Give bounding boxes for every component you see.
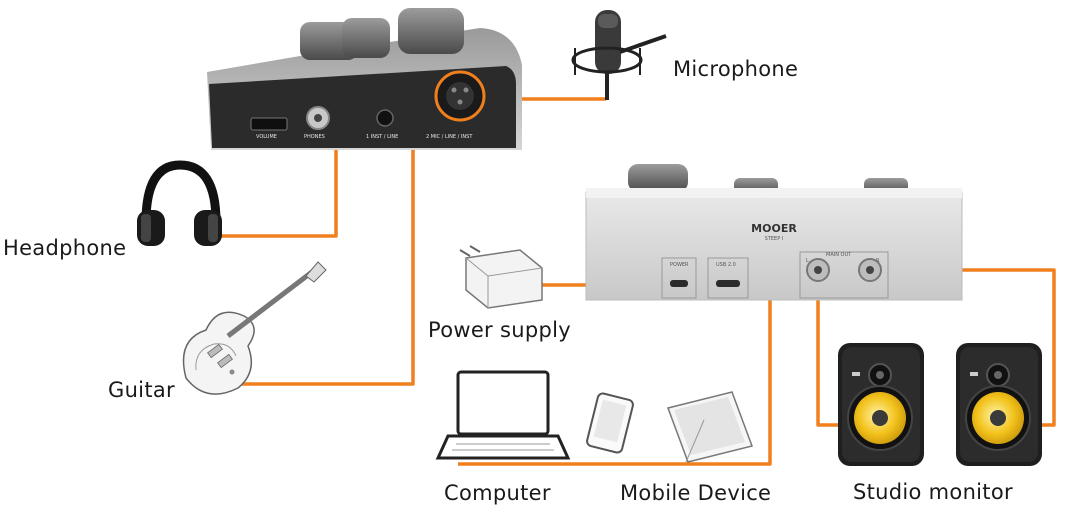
studio-monitor-right-icon — [956, 343, 1042, 466]
power-supply-label: Power supply — [428, 318, 571, 342]
phone-icon — [586, 392, 634, 454]
headphone-icon — [137, 160, 222, 246]
cable-guitar — [222, 118, 415, 386]
cable-headphone — [214, 118, 338, 238]
mobile-device-label: Mobile Device — [620, 481, 772, 505]
left-out-label: L — [806, 258, 809, 264]
right-out-label: R — [876, 258, 880, 264]
audio-interface-side-view: VOLUME PHONES 1 INST / LINE 2 MIC / LINE… — [207, 8, 522, 150]
microphone-label: Microphone — [673, 57, 799, 81]
cable-monitor-left — [816, 272, 838, 427]
studio-monitor-label: Studio monitor — [853, 480, 1013, 504]
microphone-icon — [571, 10, 667, 100]
volume-label: VOLUME — [256, 134, 277, 140]
main-out-label: MAIN OUT — [826, 252, 852, 258]
input1-label: 1 INST / LINE — [366, 134, 398, 140]
power-port-label: POWER — [670, 262, 689, 268]
guitar-label: Guitar — [108, 378, 175, 402]
model-label: STEEP I — [765, 236, 784, 242]
phones-label: PHONES — [304, 134, 325, 140]
studio-monitor-left-icon — [838, 343, 924, 466]
computer-icon — [435, 370, 571, 460]
cable-monitor-right — [877, 268, 1056, 427]
brand-label: MOOER — [751, 222, 797, 235]
guitar-icon — [182, 261, 327, 395]
tablet-icon — [667, 391, 753, 463]
input2-label: 2 MIC / LINE / INST — [426, 134, 473, 140]
computer-label: Computer — [444, 481, 551, 505]
headphone-label: Headphone — [3, 236, 127, 260]
power-supply-icon — [459, 245, 543, 309]
usb-port-label: USB 2.0 — [716, 262, 736, 268]
audio-interface-rear-view: MOOER STEEP I POWER USB 2.0 MAIN OUT L R — [585, 164, 963, 301]
